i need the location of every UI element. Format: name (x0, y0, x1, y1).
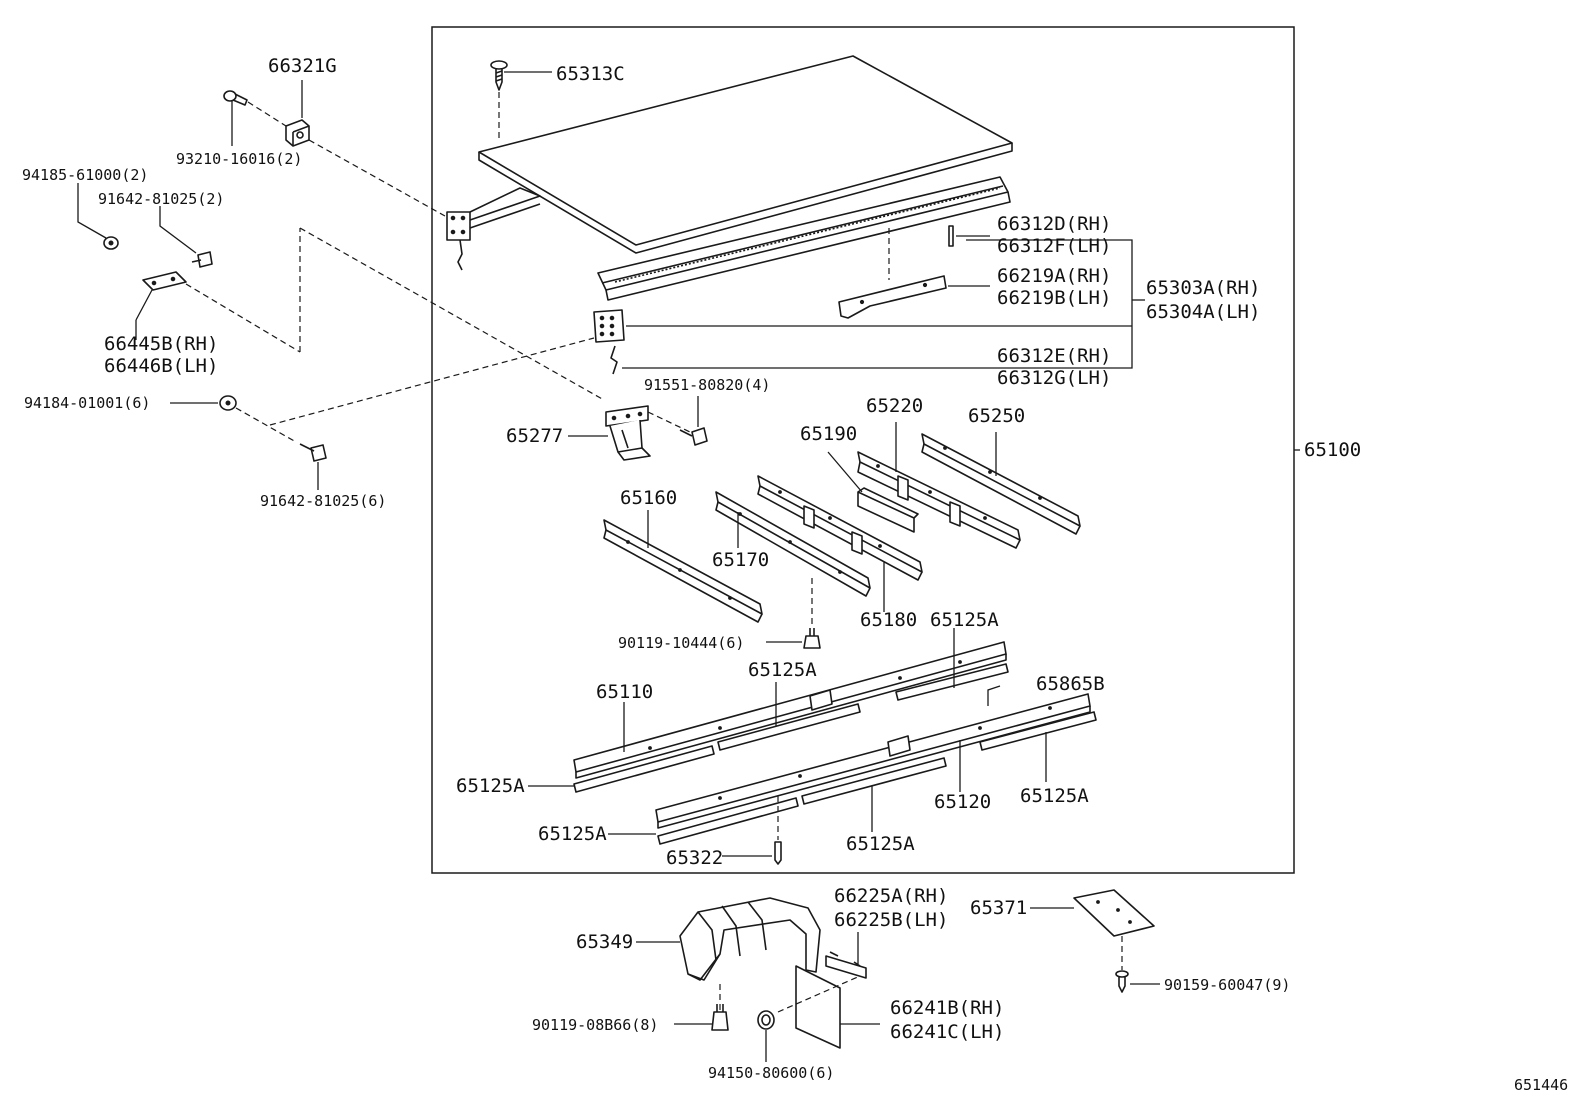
hook-66312e (610, 345, 618, 375)
label-65110: 65110 (596, 681, 653, 703)
label-65303A: 65303A(RH) (1146, 277, 1260, 299)
label-65220: 65220 (866, 395, 923, 417)
pin-65865b-icon (987, 685, 1001, 706)
crossmember-65250 (921, 433, 1081, 535)
sill-65110 (573, 641, 1007, 779)
bolt-91642-6-icon (299, 443, 327, 462)
rivet-65322-icon (774, 841, 782, 865)
label-65100: 65100 (1304, 439, 1361, 461)
nut-94185-icon (103, 236, 119, 250)
hinge-plate (593, 309, 625, 343)
label-66312D: 66312D(RH) (997, 213, 1111, 235)
crossmember-65190 (857, 487, 919, 533)
strip-65125a-a (573, 745, 715, 793)
label-66312F: 66312F(LH) (997, 235, 1111, 257)
label-93210: 93210-16016(2) (176, 150, 302, 168)
mudflap-66241b (795, 965, 841, 1049)
label-66312E: 66312E(RH) (997, 345, 1111, 367)
label-65125A-1: 65125A (930, 609, 999, 631)
label-66445B: 66445B(RH) (104, 333, 218, 355)
crossmember-65220 (857, 451, 1021, 549)
label-65125A-6: 65125A (846, 833, 915, 855)
label-65304A: 65304A(LH) (1146, 301, 1260, 323)
label-65125A-2: 65125A (748, 659, 817, 681)
fender-65349 (679, 897, 821, 981)
label-65349: 65349 (576, 931, 633, 953)
bolt-90119-10444-icon (803, 628, 821, 649)
strip-65125a-d (657, 797, 799, 845)
label-65313C: 65313C (556, 63, 625, 85)
bracket-66445b-icon (142, 271, 187, 291)
pin-66312d-icon (948, 225, 954, 247)
crossmember-65160 (603, 519, 763, 623)
plate-65371 (1073, 889, 1155, 937)
label-91551: 91551-80820(4) (644, 376, 770, 394)
label-65277: 65277 (506, 425, 563, 447)
label-94184: 94184-01001(6) (24, 394, 150, 412)
brace-66219a (838, 275, 947, 319)
crossmember-65170 (715, 491, 871, 597)
strip-65125a-c (895, 663, 1009, 701)
diagram-code: 651446 (1514, 1076, 1568, 1094)
label-66321G: 66321G (268, 55, 337, 77)
label-65865B: 65865B (1036, 673, 1105, 695)
crossmember-65180 (757, 475, 923, 581)
label-65120: 65120 (934, 791, 991, 813)
label-65250: 65250 (968, 405, 1025, 427)
strip-65125a-f (979, 711, 1097, 751)
label-66219B: 66219B(LH) (997, 287, 1111, 309)
nut-94184-icon (219, 395, 237, 411)
label-66446B: 66446B(LH) (104, 355, 218, 377)
bolt-91551-icon (679, 427, 708, 446)
label-66241C: 66241C(LH) (890, 1021, 1004, 1043)
bolt-93210-icon (223, 90, 248, 106)
clip-66321g-icon (285, 119, 310, 147)
label-65125A-4: 65125A (1020, 785, 1089, 807)
label-65180: 65180 (860, 609, 917, 631)
label-65371: 65371 (970, 897, 1027, 919)
label-66225A: 66225A(RH) (834, 885, 948, 907)
label-90159: 90159-60047(9) (1164, 976, 1290, 994)
label-66241B: 66241B(RH) (890, 997, 1004, 1019)
label-91642b: 91642-81025(6) (260, 492, 386, 510)
screw-65313c-icon (490, 60, 508, 91)
label-65160: 65160 (620, 487, 677, 509)
label-90119-08B66: 90119-08B66(8) (532, 1016, 658, 1034)
bracket-66225a (825, 951, 867, 979)
strip-65125a-b (717, 703, 861, 751)
label-65125A-3: 65125A (456, 775, 525, 797)
label-65125A-5: 65125A (538, 823, 607, 845)
label-94185: 94185-61000(2) (22, 166, 148, 184)
bracket-65277 (605, 405, 651, 461)
nut-94150-icon (757, 1010, 775, 1030)
floor-panel (478, 55, 1013, 254)
bolt-91642-2-icon (191, 251, 213, 268)
label-66312G: 66312G(LH) (997, 367, 1111, 389)
label-65170: 65170 (712, 549, 769, 571)
sill-65120 (655, 693, 1091, 829)
front-rail (446, 187, 541, 271)
label-94150: 94150-80600(6) (708, 1064, 834, 1082)
bolt-90119-08b66-icon (711, 1004, 729, 1031)
label-65322: 65322 (666, 847, 723, 869)
side-rail (597, 176, 1011, 301)
label-91642a: 91642-81025(2) (98, 190, 224, 208)
label-65190: 65190 (800, 423, 857, 445)
label-66219A: 66219A(RH) (997, 265, 1111, 287)
strip-65125a-e (801, 757, 947, 805)
label-66225B: 66225B(LH) (834, 909, 948, 931)
label-90119-10444: 90119-10444(6) (618, 634, 744, 652)
screw-90159-icon (1115, 970, 1129, 993)
